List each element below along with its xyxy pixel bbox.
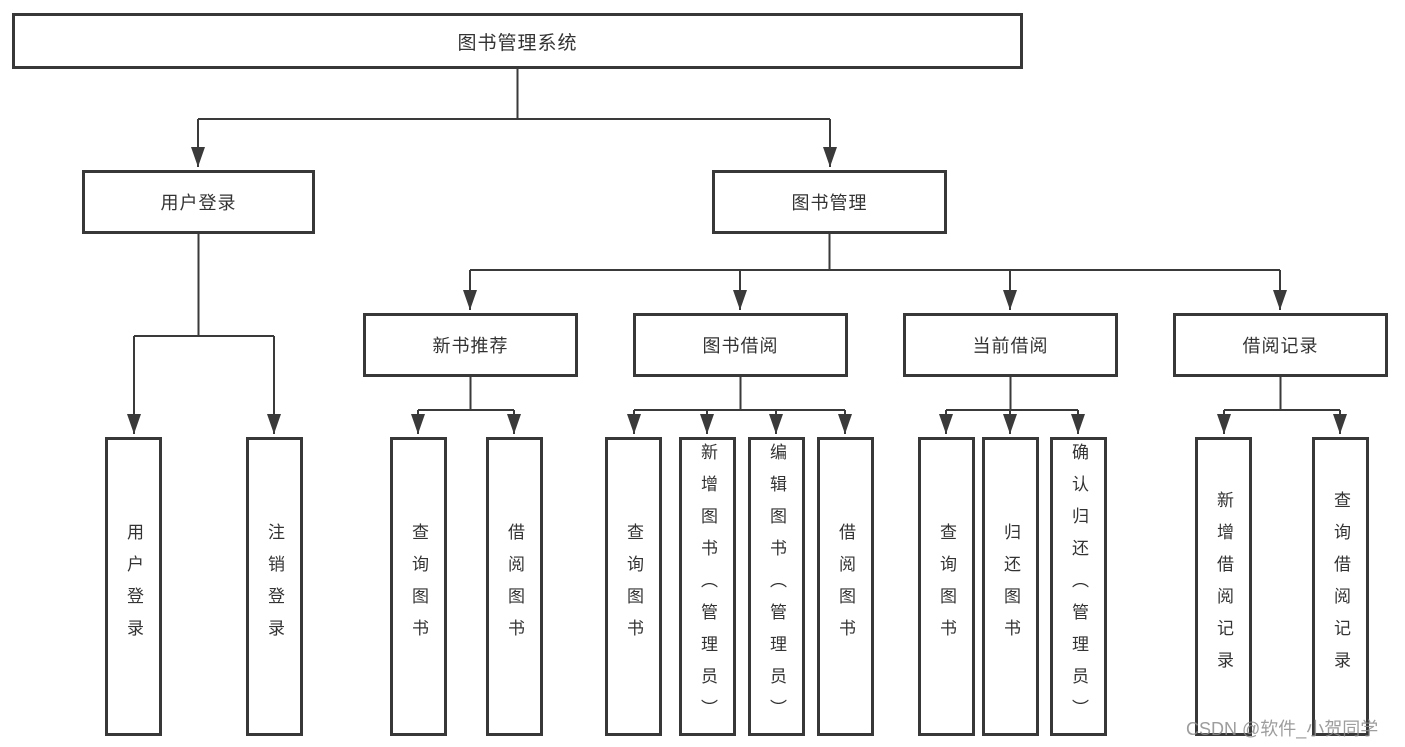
leaf-current-query-books: 查询图书 — [918, 437, 975, 736]
node-current-borrow-label: 当前借阅 — [972, 336, 1049, 356]
node-current-borrow: 当前借阅 — [903, 313, 1118, 377]
watermark: CSDN @软件_小贺同学 — [1186, 719, 1379, 739]
leaf-user-login: 用户登录 — [105, 437, 162, 736]
node-book-management-label: 图书管理 — [791, 193, 868, 213]
leaf-add-books-admin-label: 新增图书（管理员） — [698, 442, 717, 731]
leaf-recommend-borrow-books-label: 借阅图书 — [505, 522, 524, 651]
leaf-query-borrow-record-label: 查询借阅记录 — [1331, 490, 1350, 683]
node-user-login: 用户登录 — [82, 170, 315, 234]
leaf-return-books: 归还图书 — [982, 437, 1039, 736]
node-user-login-label: 用户登录 — [160, 193, 237, 213]
node-new-book-recommend-label: 新书推荐 — [432, 336, 509, 356]
node-book-management: 图书管理 — [712, 170, 947, 234]
leaf-recommend-query-books: 查询图书 — [390, 437, 447, 736]
leaf-confirm-return-admin-label: 确认归还（管理员） — [1069, 442, 1088, 731]
leaf-return-books-label: 归还图书 — [1001, 522, 1020, 651]
leaf-recommend-borrow-books: 借阅图书 — [486, 437, 543, 736]
leaf-edit-books-admin-label: 编辑图书（管理员） — [767, 442, 786, 731]
leaf-confirm-return-admin: 确认归还（管理员） — [1050, 437, 1107, 736]
leaf-edit-books-admin: 编辑图书（管理员） — [748, 437, 805, 736]
node-root-label: 图书管理系统 — [457, 32, 578, 54]
leaf-logout: 注销登录 — [246, 437, 303, 736]
leaf-add-borrow-record: 新增借阅记录 — [1195, 437, 1252, 736]
leaf-borrow-query-books: 查询图书 — [605, 437, 662, 736]
leaf-add-borrow-record-label: 新增借阅记录 — [1214, 490, 1233, 683]
node-borrow-record: 借阅记录 — [1173, 313, 1388, 377]
leaf-logout-label: 注销登录 — [265, 522, 284, 651]
node-new-book-recommend: 新书推荐 — [363, 313, 578, 377]
leaf-borrow-books-label: 借阅图书 — [836, 522, 855, 651]
leaf-user-login-label: 用户登录 — [124, 522, 143, 651]
leaf-borrow-books: 借阅图书 — [817, 437, 874, 736]
leaf-add-books-admin: 新增图书（管理员） — [679, 437, 736, 736]
leaf-current-query-books-label: 查询图书 — [937, 522, 956, 651]
leaf-query-borrow-record: 查询借阅记录 — [1312, 437, 1369, 736]
node-borrow-record-label: 借阅记录 — [1242, 336, 1319, 356]
node-root: 图书管理系统 — [12, 13, 1023, 69]
node-book-borrow-label: 图书借阅 — [702, 336, 779, 356]
node-book-borrow: 图书借阅 — [633, 313, 848, 377]
leaf-borrow-query-books-label: 查询图书 — [624, 522, 643, 651]
leaf-recommend-query-books-label: 查询图书 — [409, 522, 428, 651]
